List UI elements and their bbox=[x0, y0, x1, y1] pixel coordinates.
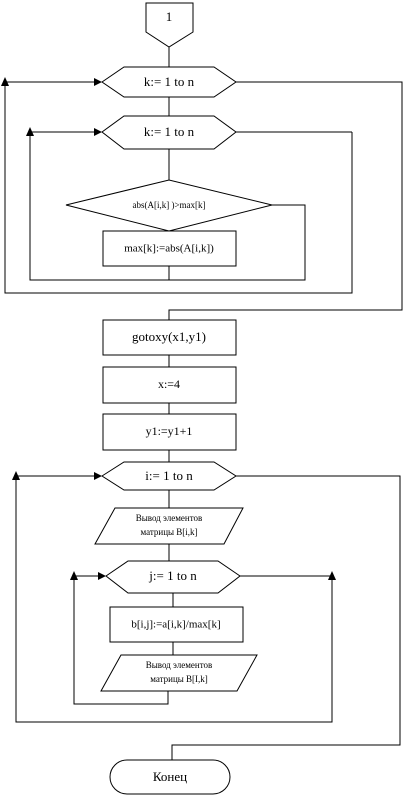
connector-node: 1 bbox=[145, 2, 194, 48]
assign-y1-label: y1:=y1+1 bbox=[146, 424, 193, 438]
connector-lines bbox=[4, 47, 403, 760]
arrowhead bbox=[1, 77, 9, 86]
arrowhead bbox=[328, 571, 336, 580]
end-node: Конец bbox=[109, 759, 231, 795]
arrowhead bbox=[94, 128, 102, 136]
output-b1-line2: матрицы B[i,k] bbox=[140, 527, 197, 537]
loop-k-outer: k:= 1 to n bbox=[101, 66, 237, 98]
loop-i: i:= 1 to n bbox=[101, 461, 237, 491]
assign-x-node: x:=4 bbox=[102, 366, 237, 404]
assign-x-label: x:=4 bbox=[158, 377, 180, 391]
loop-j: j:= 1 to n bbox=[105, 560, 241, 594]
assign-max-node: max[k]:=abs(A[i,k]) bbox=[102, 230, 237, 267]
arrowheads bbox=[1, 77, 336, 580]
arrowhead bbox=[70, 571, 78, 580]
arrowhead bbox=[12, 471, 20, 480]
loop-i-label: i:= 1 to n bbox=[145, 468, 193, 483]
assign-max-label: max[k]:=abs(A[i,k]) bbox=[124, 243, 214, 255]
condition-label: abs(A[i,k] )>max[k] bbox=[132, 200, 205, 210]
condition-node: abs(A[i,k] )>max[k] bbox=[65, 179, 273, 232]
gotoxy-node: gotoxy(x1,y1) bbox=[102, 319, 237, 356]
output-b1-line1: Вывод элементов bbox=[136, 513, 203, 523]
output-b2-line2: матрицы B[I,k] bbox=[150, 674, 208, 684]
end-label: Конец bbox=[153, 769, 187, 784]
arrowhead bbox=[94, 472, 102, 480]
gotoxy-label: gotoxy(x1,y1) bbox=[132, 329, 206, 344]
assign-b-node: b[i,j]:=a[i,k]/max[k] bbox=[109, 606, 244, 643]
output-b1-node: Вывод элементов матрицы B[i,k] bbox=[94, 507, 244, 545]
output-b2-node: Вывод элементов матрицы B[I,k] bbox=[100, 654, 258, 692]
loop-k-outer-label: k:= 1 to n bbox=[144, 74, 195, 89]
loop-k-inner-label: k:= 1 to n bbox=[144, 124, 195, 139]
arrowhead bbox=[94, 78, 102, 86]
arrowhead bbox=[26, 127, 34, 136]
output-b2-line1: Вывод элементов bbox=[146, 660, 213, 670]
assign-y1-node: y1:=y1+1 bbox=[102, 413, 237, 451]
loop-k-inner: k:= 1 to n bbox=[101, 115, 237, 150]
loop-j-label: j:= 1 to n bbox=[148, 568, 197, 583]
connector-label: 1 bbox=[166, 9, 173, 24]
assign-b-label: b[i,j]:=a[i,k]/max[k] bbox=[131, 619, 220, 631]
arrowhead bbox=[98, 572, 106, 580]
